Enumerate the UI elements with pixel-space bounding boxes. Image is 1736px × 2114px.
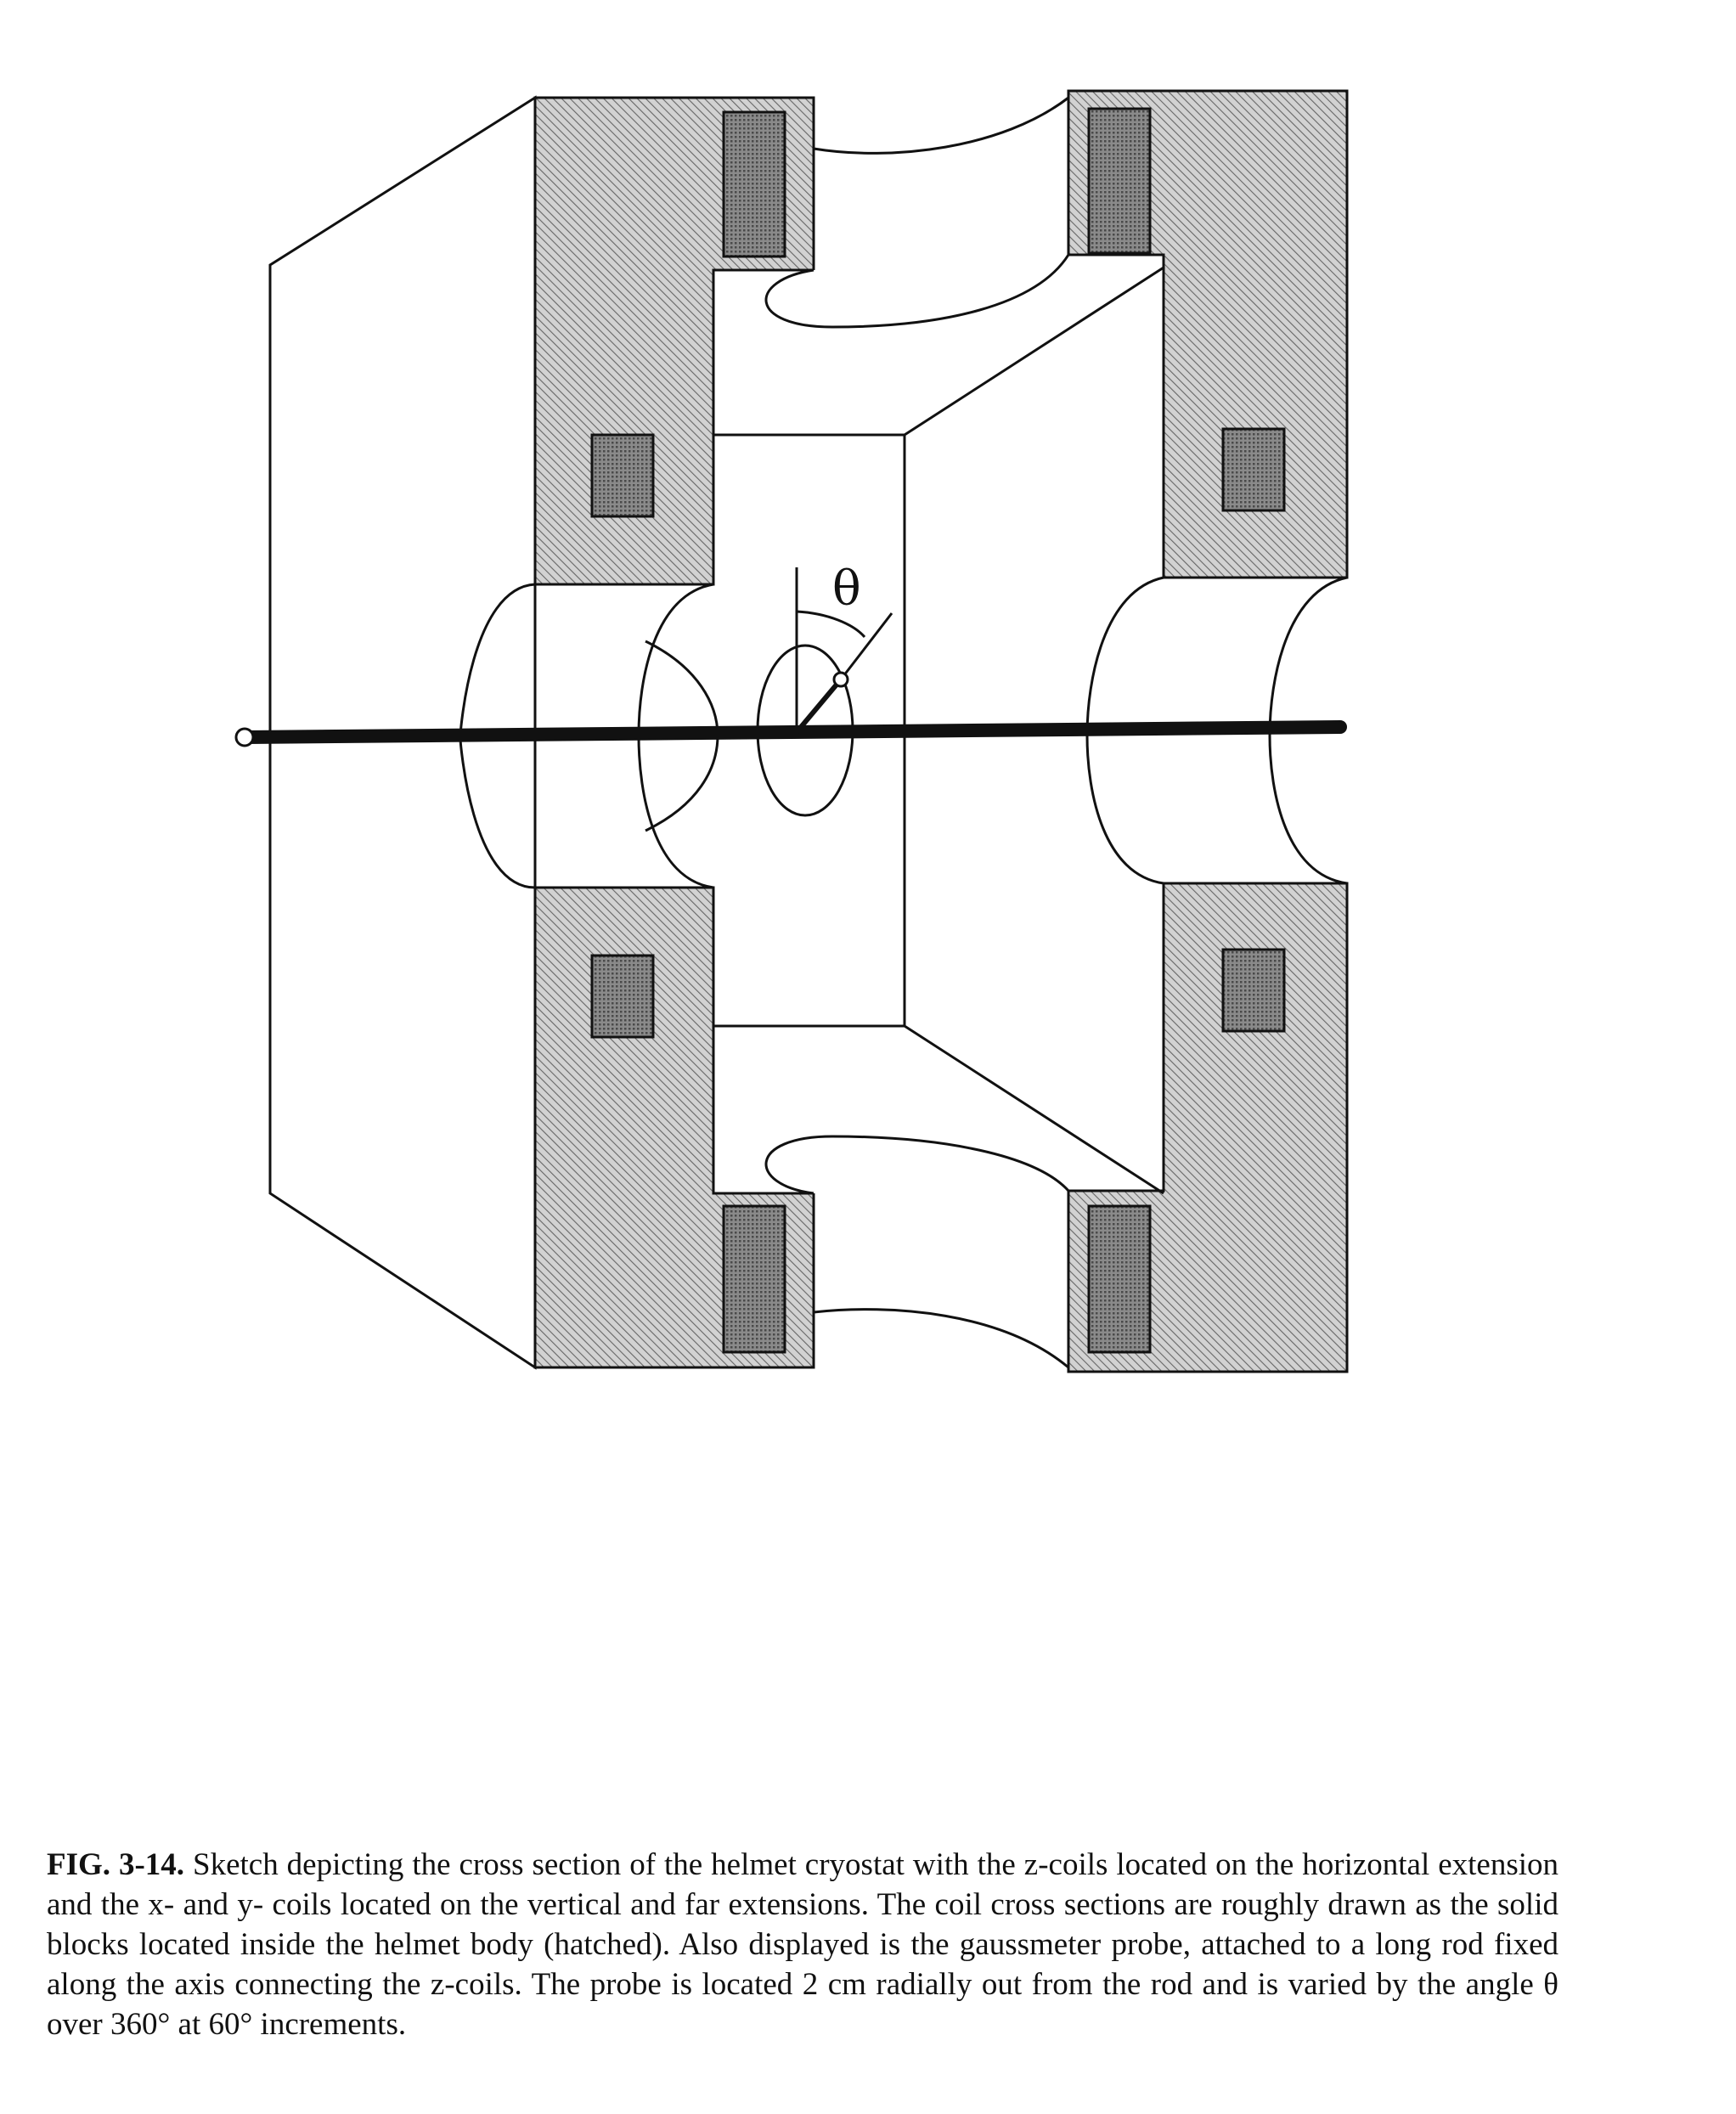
helmet-cryostat-figure: θ	[0, 0, 1736, 1444]
z-coil-block-top-left	[724, 112, 785, 256]
x-coil-block-upper-left	[592, 435, 653, 516]
figure-caption: FIG. 3-14. Sketch depicting the cross se…	[47, 1845, 1558, 2044]
y-coil-block-upper-right	[1223, 429, 1284, 510]
theta-label: θ	[832, 561, 861, 617]
x-coil-block-lower-left	[592, 956, 653, 1037]
gaussmeter-probe	[834, 673, 848, 686]
y-coil-block-lower-right	[1223, 950, 1284, 1031]
z-coil-block-top-right	[1089, 109, 1150, 253]
caption-label: FIG. 3-14.	[47, 1847, 184, 1882]
caption-text: Sketch depicting the cross section of th…	[47, 1847, 1558, 2042]
z-coil-block-bottom-left	[724, 1206, 785, 1352]
z-coil-block-bottom-right	[1089, 1206, 1150, 1352]
